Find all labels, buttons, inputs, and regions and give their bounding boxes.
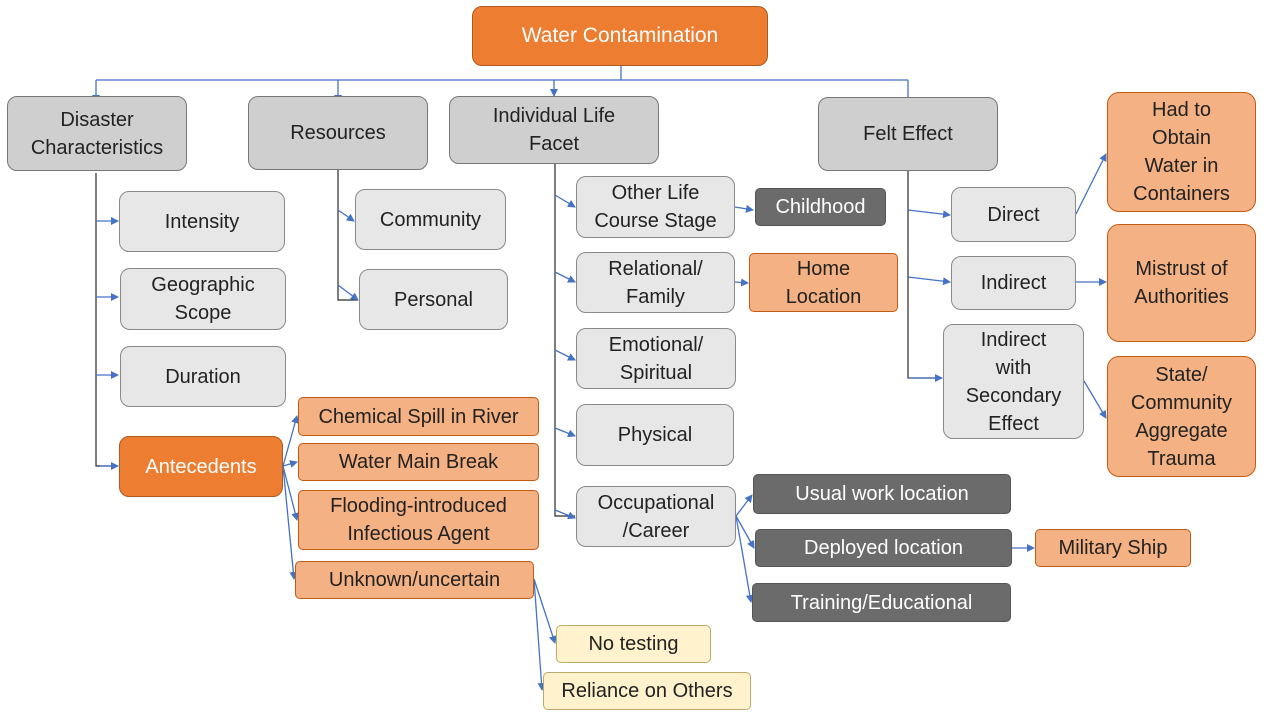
category-label: Felt Effect	[863, 123, 953, 145]
edge-usual-work	[735, 494, 753, 517]
edge-no-testing	[533, 578, 557, 644]
edge-indirect	[907, 276, 951, 286]
node-usual-work-location: Usual work location	[753, 474, 1011, 514]
node-label: Direct	[987, 203, 1040, 226]
edge-community	[337, 209, 355, 222]
edge-chemical	[282, 415, 299, 467]
node-label: Usual work location	[795, 483, 969, 505]
node-other-life-course-stage: Other Life Course Stage	[576, 176, 735, 238]
node-mistrust-authorities: Mistrust of Authorities	[1107, 224, 1256, 342]
node-no-testing: No testing	[556, 625, 711, 663]
node-label: Home Location	[785, 257, 862, 308]
root-label: Water Contamination	[521, 24, 719, 47]
node-occupational-career: Occupational /Career	[576, 486, 736, 547]
node-label: Indirect	[980, 272, 1047, 294]
edge-training	[735, 515, 754, 603]
node-label: Intensity	[164, 210, 240, 233]
node-antecedents: Antecedents	[119, 436, 283, 497]
node-label: Chemical Spill in River	[318, 405, 519, 428]
spine-disaster	[95, 173, 118, 467]
node-label: Other Life Course Stage	[594, 182, 717, 232]
node-personal: Personal	[359, 269, 508, 330]
edge-water-main	[282, 460, 298, 468]
node-indirect-secondary-effect: Indirect with Secondary Effect	[943, 324, 1084, 439]
node-label: Water Main Break	[338, 451, 499, 473]
node-label: Flooding-introduced Infectious Agent	[330, 495, 507, 545]
node-label: Occupational /Career	[597, 491, 715, 542]
spine-lifefacet	[554, 164, 575, 517]
edge-physical	[554, 427, 576, 438]
node-flooding-agent: Flooding-introduced Infectious Agent	[298, 490, 539, 550]
category-felt-effect: Felt Effect	[818, 97, 998, 171]
node-physical: Physical	[576, 404, 734, 466]
edge-deployed	[735, 515, 755, 549]
edge-reliance	[533, 578, 546, 691]
node-home-location: Home Location	[749, 253, 898, 312]
node-relational-family: Relational/ Family	[576, 252, 735, 313]
node-community: Community	[355, 189, 506, 250]
node-obtain-water-containers: Had to Obtain Water in Containers	[1107, 92, 1256, 212]
node-label: Training/Educational	[790, 591, 973, 614]
node-water-main-break: Water Main Break	[298, 443, 539, 481]
node-emotional-spiritual: Emotional/ Spiritual	[576, 328, 736, 389]
category-disaster-characteristics: Disaster Characteristics	[7, 96, 187, 171]
node-childhood: Childhood	[755, 188, 886, 226]
node-label: Duration	[165, 365, 241, 388]
edge-occupational	[554, 509, 576, 520]
node-label: Deployed location	[804, 537, 963, 559]
node-label: Reliance on Others	[561, 680, 733, 702]
node-label: Antecedents	[145, 455, 257, 478]
node-duration: Duration	[120, 346, 286, 407]
node-geographic-scope: Geographic Scope	[120, 268, 286, 330]
category-label: Resources	[290, 122, 386, 144]
spine-felteffect	[907, 171, 942, 379]
node-label: Personal	[394, 288, 473, 311]
node-chemical-spill: Chemical Spill in River	[298, 397, 539, 436]
node-label: Indirect with Secondary Effect	[965, 328, 1062, 435]
node-label: Childhood	[775, 196, 866, 218]
category-individual-life-facet: Individual Life Facet	[449, 96, 659, 164]
edge-home-location	[734, 278, 749, 287]
edge-personal	[337, 284, 359, 301]
node-label: Geographic Scope	[151, 274, 255, 324]
node-label: Community	[379, 208, 482, 231]
root-water-contamination: Water Contamination	[472, 6, 768, 66]
category-label: Disaster Characteristics	[30, 108, 164, 159]
category-resources: Resources	[248, 96, 428, 170]
edge-direct	[907, 209, 951, 219]
edge-containers	[1075, 153, 1107, 215]
node-label: Mistrust of Authorities	[1134, 258, 1229, 308]
node-label: Emotional/ Spiritual	[608, 333, 704, 384]
node-label: Military Ship	[1058, 537, 1168, 559]
node-unknown-uncertain: Unknown/uncertain	[295, 561, 534, 599]
node-deployed-location: Deployed location	[755, 529, 1012, 567]
node-label: Unknown/uncertain	[328, 569, 501, 591]
edge-aggregate	[1083, 380, 1107, 419]
category-label: Individual Life Facet	[492, 105, 616, 155]
node-military-ship: Military Ship	[1035, 529, 1191, 567]
node-aggregate-trauma: State/ Community Aggregate Trauma	[1107, 356, 1256, 477]
node-direct: Direct	[951, 187, 1076, 242]
edge-relational	[554, 271, 576, 283]
edge-childhood	[734, 204, 754, 213]
node-label: State/ Community Aggregate Trauma	[1130, 363, 1233, 470]
edge-flooding	[282, 465, 300, 521]
node-reliance-on-others: Reliance on Others	[543, 672, 751, 710]
node-label: Had to Obtain Water in Containers	[1133, 99, 1230, 205]
node-label: Relational/ Family	[608, 257, 703, 308]
edge-emotional	[554, 349, 576, 361]
node-indirect: Indirect	[951, 256, 1076, 310]
edge-other-life	[554, 194, 576, 208]
edge-unknown	[282, 465, 298, 580]
node-label: No testing	[588, 633, 679, 655]
node-label: Physical	[617, 424, 693, 446]
node-training-educational: Training/Educational	[752, 583, 1011, 622]
node-intensity: Intensity	[119, 191, 285, 252]
